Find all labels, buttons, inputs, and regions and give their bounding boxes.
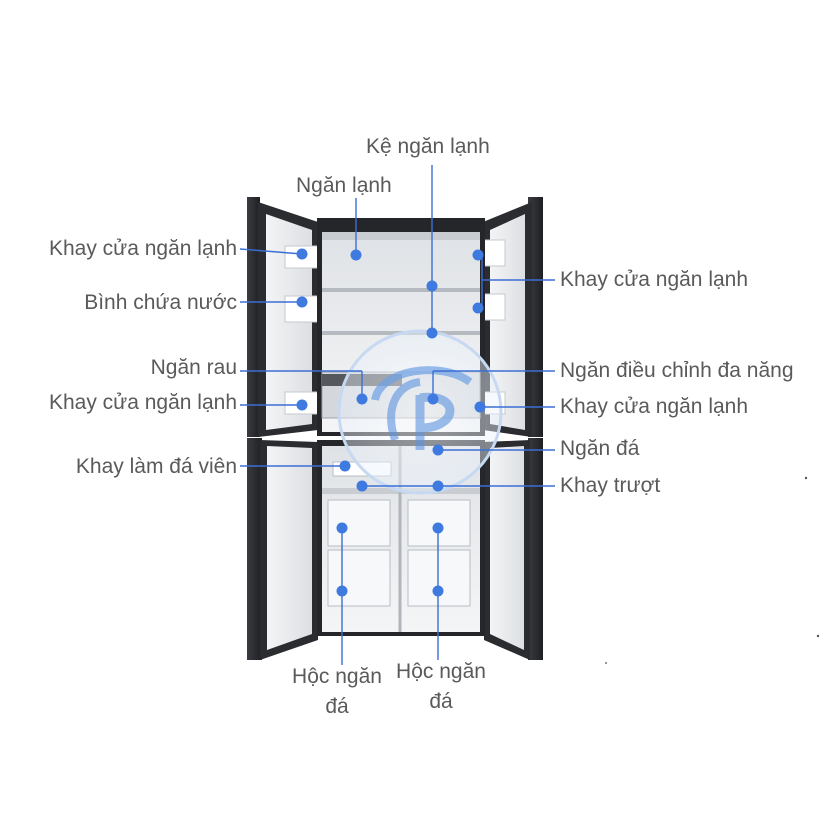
callout-dot (432, 585, 444, 597)
label-hoc-ngan-da-left: Hộc ngăn đá (292, 665, 382, 718)
callout-dot (339, 460, 351, 472)
callout-dot (432, 444, 444, 456)
callout-dot (356, 480, 368, 492)
leader-line (239, 248, 303, 255)
label-binh-chua-nuoc: Bình chứa nước (84, 291, 237, 314)
bottom-left-door (247, 438, 318, 660)
callout-dot (426, 327, 438, 339)
label-ngan-lanh: Ngăn lạnh (296, 174, 392, 197)
callout-dot (336, 522, 348, 534)
callout-dot (472, 302, 484, 314)
callout-dot (350, 249, 362, 261)
top-left-door (247, 197, 324, 437)
callout-dot (296, 248, 308, 260)
label-khay-truot: Khay trượt (560, 474, 661, 497)
callout-dot (336, 585, 348, 597)
label-ke-ngan-lanh: Kệ ngăn lạnh (366, 135, 490, 158)
callout-dot (427, 393, 439, 405)
callout-dot (432, 522, 444, 534)
callout-dots (296, 248, 486, 597)
label-ngan-rau: Ngăn rau (150, 356, 237, 379)
label-khay-cua-right-top: Khay cửa ngăn lạnh (560, 268, 749, 291)
label-hoc-ngan-da-right: Hộc ngăn đá (396, 660, 486, 713)
label-khay-cua-right-mid: Khay cửa ngăn lạnh (560, 395, 749, 418)
callout-dot (472, 249, 484, 261)
bottom-right-door (484, 438, 543, 660)
callout-dot (296, 296, 308, 308)
label-ngan-da: Ngăn đá (560, 437, 640, 460)
callout-dot (296, 399, 308, 411)
callout-dot (426, 280, 438, 292)
label-khay-cua-left-top: Khay cửa ngăn lạnh (48, 237, 237, 260)
watermark-logo-icon (337, 329, 503, 495)
label-ngan-dieu-chinh: Ngăn điều chỉnh đa năng (560, 359, 794, 382)
callout-dot (474, 401, 486, 413)
label-khay-lam-da: Khay làm đá viên (75, 455, 237, 478)
label-khay-cua-left-mid: Khay cửa ngăn lạnh (48, 391, 237, 414)
callout-dot (432, 480, 444, 492)
callout-dot (356, 393, 368, 405)
